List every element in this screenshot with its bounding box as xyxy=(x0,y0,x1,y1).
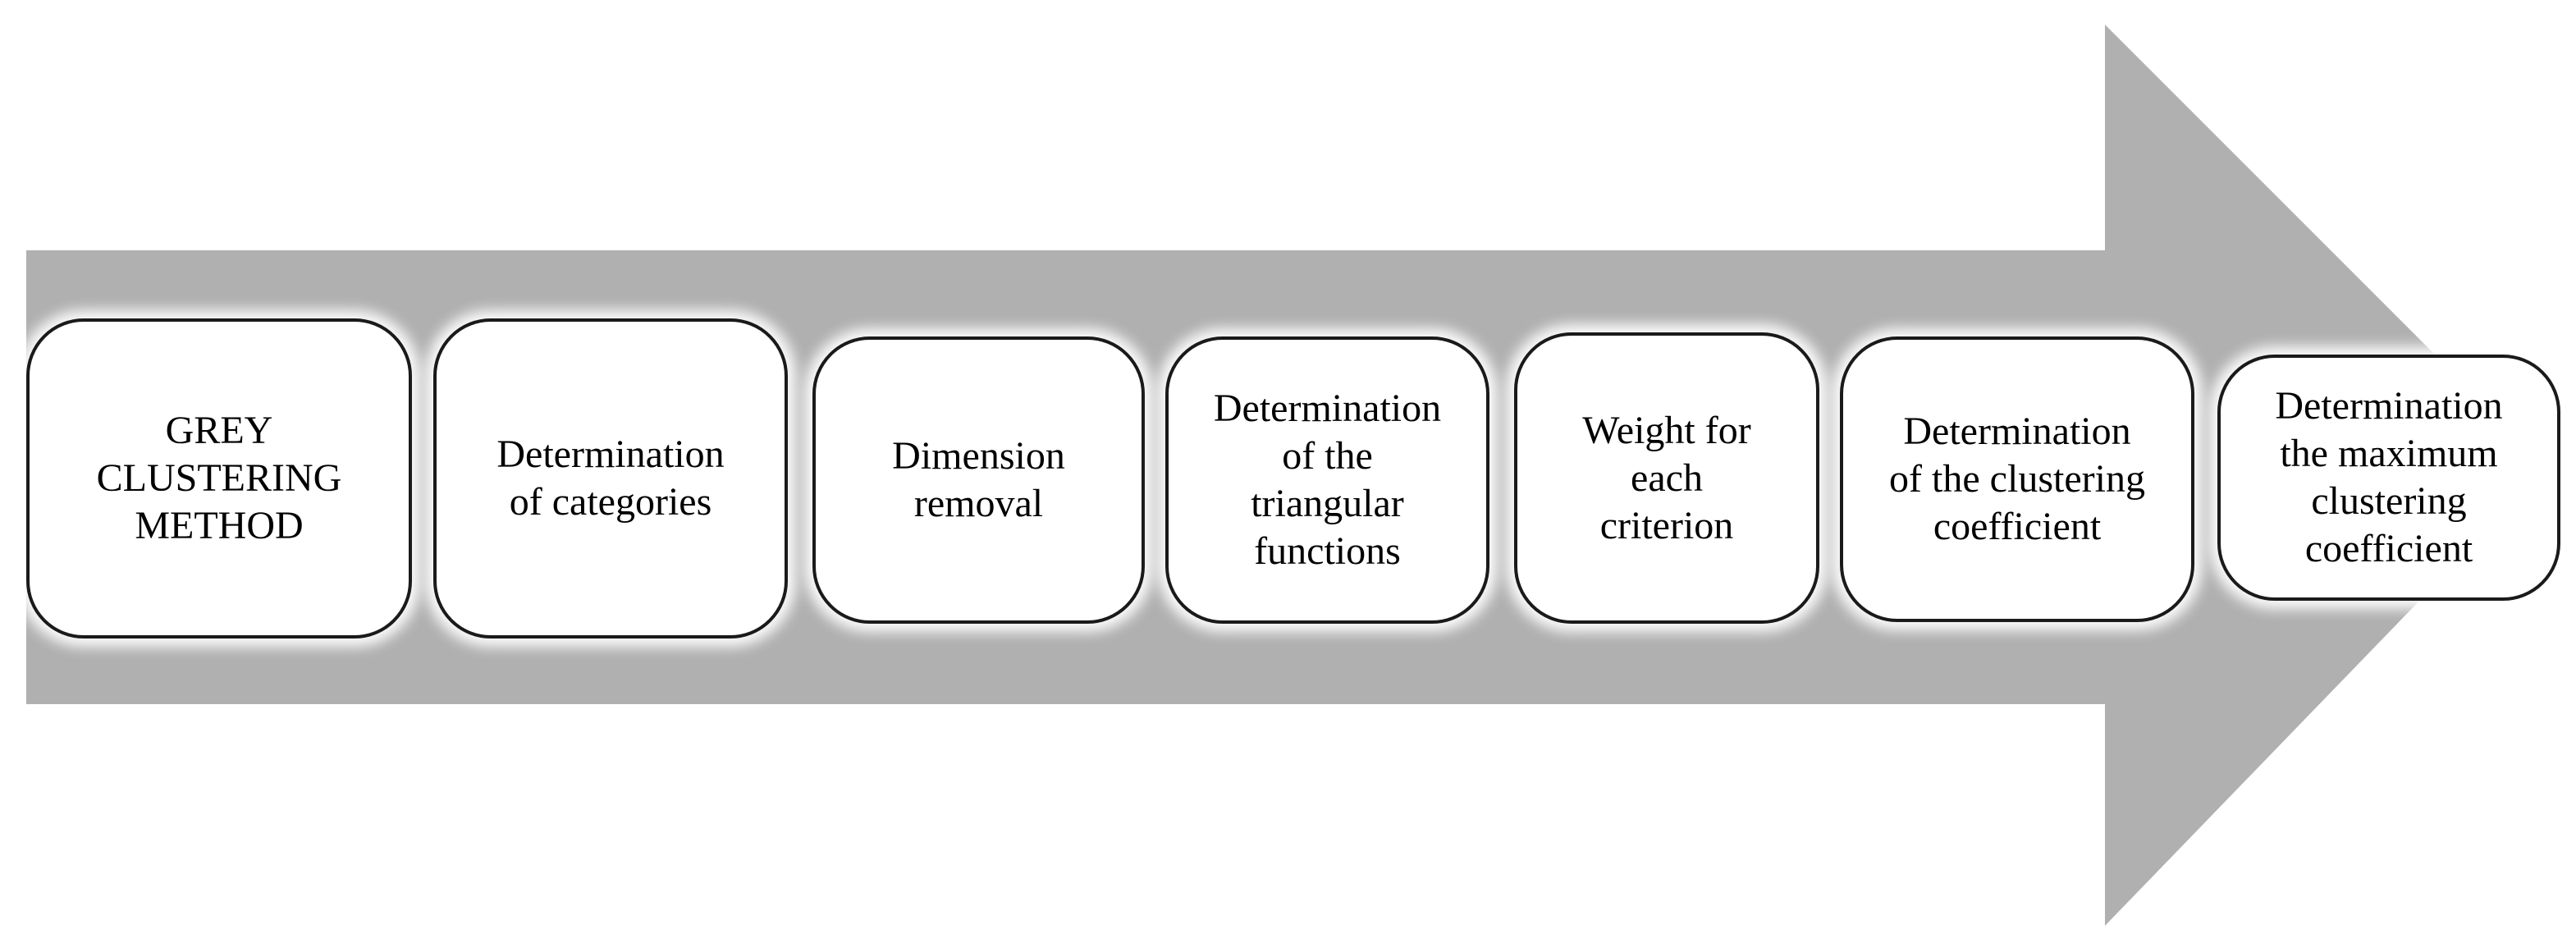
step-label: Determination of the clustering coeffici… xyxy=(1889,410,2145,548)
step-label: GREY CLUSTERING METHOD xyxy=(96,409,342,547)
step-clustering-coefficient: Determination of the clustering coeffici… xyxy=(1840,336,2194,622)
step-label: Dimension removal xyxy=(892,434,1065,525)
step-triangular-functions: Determination of the triangular function… xyxy=(1165,336,1489,624)
step-weight-for-each-criterion: Weight for each criterion xyxy=(1514,332,1819,624)
step-grey-clustering-method: GREY CLUSTERING METHOD xyxy=(26,318,412,638)
step-label: Determination of the triangular function… xyxy=(1213,387,1442,573)
step-maximum-clustering-coefficient: Determination the maximum clustering coe… xyxy=(2217,355,2560,601)
step-determination-of-categories: Determination of categories xyxy=(433,318,788,638)
step-label: Determination the maximum clustering coe… xyxy=(2275,384,2503,570)
step-label: Weight for each criterion xyxy=(1582,408,1751,547)
step-label: Determination of categories xyxy=(496,433,725,524)
step-dimension-removal: Dimension removal xyxy=(812,336,1145,624)
